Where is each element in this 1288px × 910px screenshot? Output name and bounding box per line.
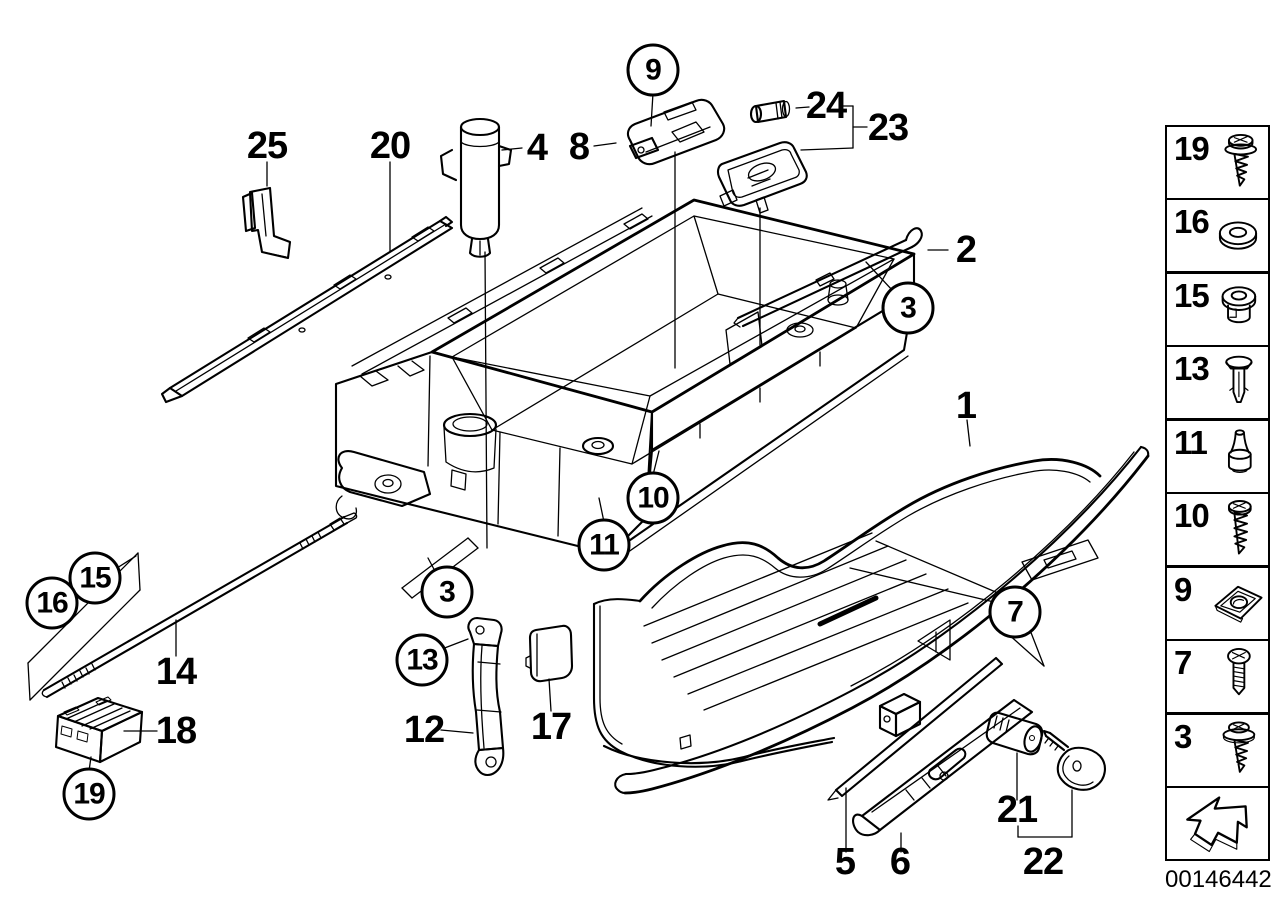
- part-5-latch-lever: [827, 656, 1004, 801]
- blind-plug-icon: [1227, 429, 1252, 473]
- sidebar-item-number: 15: [1174, 277, 1210, 314]
- sidebar-item-15[interactable]: 15: [1165, 272, 1270, 347]
- part-6-latch-mechanism: [852, 698, 1034, 837]
- part-4-damper: [439, 117, 513, 258]
- part-20-mounting-rail: [160, 215, 454, 404]
- callout-24[interactable]: 24: [805, 85, 847, 127]
- screw-with-washer-icon: [1222, 721, 1256, 773]
- callout-3-left[interactable]: 3: [420, 565, 474, 619]
- callout-5[interactable]: 5: [834, 841, 856, 883]
- sidebar-item-number: 9: [1174, 571, 1192, 608]
- callout-11[interactable]: 11: [577, 518, 631, 572]
- part-8-bracket-plate: [626, 98, 726, 166]
- sidebar-item-3[interactable]: 3: [1165, 713, 1270, 788]
- sidebar-item-number: 10: [1174, 497, 1210, 534]
- sidebar-item-number: 7: [1174, 644, 1192, 681]
- callout-6[interactable]: 6: [889, 841, 911, 883]
- callout-17[interactable]: 17: [530, 706, 572, 748]
- sidebar-item-arrow[interactable]: [1165, 786, 1270, 861]
- part-carrier-housing: [334, 198, 916, 563]
- callout-13[interactable]: 13: [395, 633, 449, 687]
- part-13-pivot-pin: [467, 616, 503, 648]
- sidebar-item-9[interactable]: 9: [1165, 566, 1270, 641]
- sidebar-item-7[interactable]: 7: [1165, 639, 1270, 714]
- sidebar-item-16[interactable]: 16: [1165, 198, 1270, 273]
- drawing-id: 00146442: [1165, 866, 1272, 893]
- callout-14[interactable]: 14: [155, 651, 197, 693]
- sidebar-item-number: 13: [1174, 350, 1210, 387]
- speed-nut-icon: [1214, 585, 1263, 623]
- part-2-trim-rail: [733, 227, 923, 328]
- callout-3-right[interactable]: 3: [881, 281, 935, 335]
- part-14-actuating-rod: [41, 512, 358, 699]
- callout-2[interactable]: 2: [955, 229, 977, 271]
- part-18-module: [54, 696, 144, 764]
- sidebar-item-number: 11: [1174, 424, 1208, 461]
- part-24-bulb: [749, 99, 791, 124]
- sidebar-item-10[interactable]: 10: [1165, 492, 1270, 567]
- callout-18[interactable]: 18: [155, 710, 197, 752]
- part-1-glovebox-lid: [592, 445, 1150, 795]
- part-22-key: [1042, 729, 1106, 791]
- callout-15[interactable]: 15: [68, 551, 122, 605]
- callout-16[interactable]: 16: [25, 576, 79, 630]
- callout-23[interactable]: 23: [867, 107, 909, 149]
- callout-10[interactable]: 10: [626, 471, 680, 525]
- machine-screw-icon: [1227, 647, 1251, 696]
- grommet-nut-icon: [1221, 286, 1257, 324]
- sidebar-item-number: 16: [1174, 203, 1210, 240]
- washer-icon: [1218, 221, 1258, 250]
- sidebar-item-13[interactable]: 13: [1165, 345, 1270, 420]
- sidebar-item-11[interactable]: 11: [1165, 419, 1270, 494]
- tapping-screw-icon: [1227, 500, 1252, 555]
- expansion-rivet-icon: [1225, 355, 1253, 403]
- callout-9[interactable]: 9: [626, 43, 680, 97]
- pan-head-screw-icon: [1224, 133, 1258, 187]
- direction-arrow-icon: [1186, 796, 1248, 853]
- part-23-glovebox-lamp: [716, 141, 808, 214]
- callout-1[interactable]: 1: [955, 385, 977, 427]
- callout-25[interactable]: 25: [246, 125, 288, 167]
- callout-22[interactable]: 22: [1022, 841, 1064, 883]
- leader-lines: [27, 92, 1073, 853]
- part-12-check-strap: [471, 642, 505, 777]
- part-25-bracket: [241, 186, 292, 260]
- part-21-lock-cylinder: [985, 711, 1044, 756]
- callout-8[interactable]: 8: [568, 126, 590, 168]
- callout-7[interactable]: 7: [988, 585, 1042, 639]
- sidebar-item-number: 19: [1174, 130, 1210, 167]
- callout-4[interactable]: 4: [526, 127, 548, 169]
- sidebar-item-number: 3: [1174, 718, 1192, 755]
- sidebar-item-19[interactable]: 19: [1165, 125, 1270, 200]
- callout-12[interactable]: 12: [403, 709, 445, 751]
- callout-21[interactable]: 21: [996, 789, 1038, 831]
- part-17-cover: [525, 624, 574, 683]
- callout-19[interactable]: 19: [62, 767, 116, 821]
- callout-20[interactable]: 20: [369, 125, 411, 167]
